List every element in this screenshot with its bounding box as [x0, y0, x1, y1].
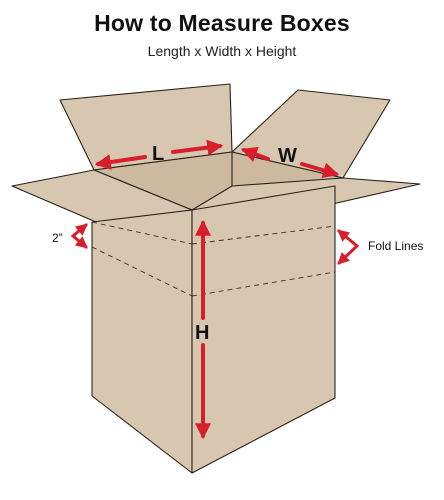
- box-front-face: [91, 209, 193, 474]
- width-label: W: [278, 145, 297, 167]
- width-arrow-left: [241, 147, 270, 162]
- length-arrow-right: [171, 139, 224, 156]
- flap-gap-label: 2”: [52, 231, 63, 245]
- cardboard-box: [11, 83, 421, 474]
- length-arrow: [94, 154, 147, 171]
- box-side-face: [191, 185, 336, 474]
- flap-gap-arrow: [70, 223, 88, 249]
- height-label: H: [195, 322, 209, 344]
- length-label: L: [152, 143, 164, 165]
- page-title: How to Measure Boxes: [94, 10, 350, 36]
- width-arrow-right: [300, 162, 340, 179]
- fold-lines-label: Fold Lines: [368, 239, 423, 253]
- page-subtitle: Length x Width x Height: [147, 43, 297, 59]
- fold-lines: [91, 221, 336, 297]
- fold-lines-arrow: [337, 229, 360, 265]
